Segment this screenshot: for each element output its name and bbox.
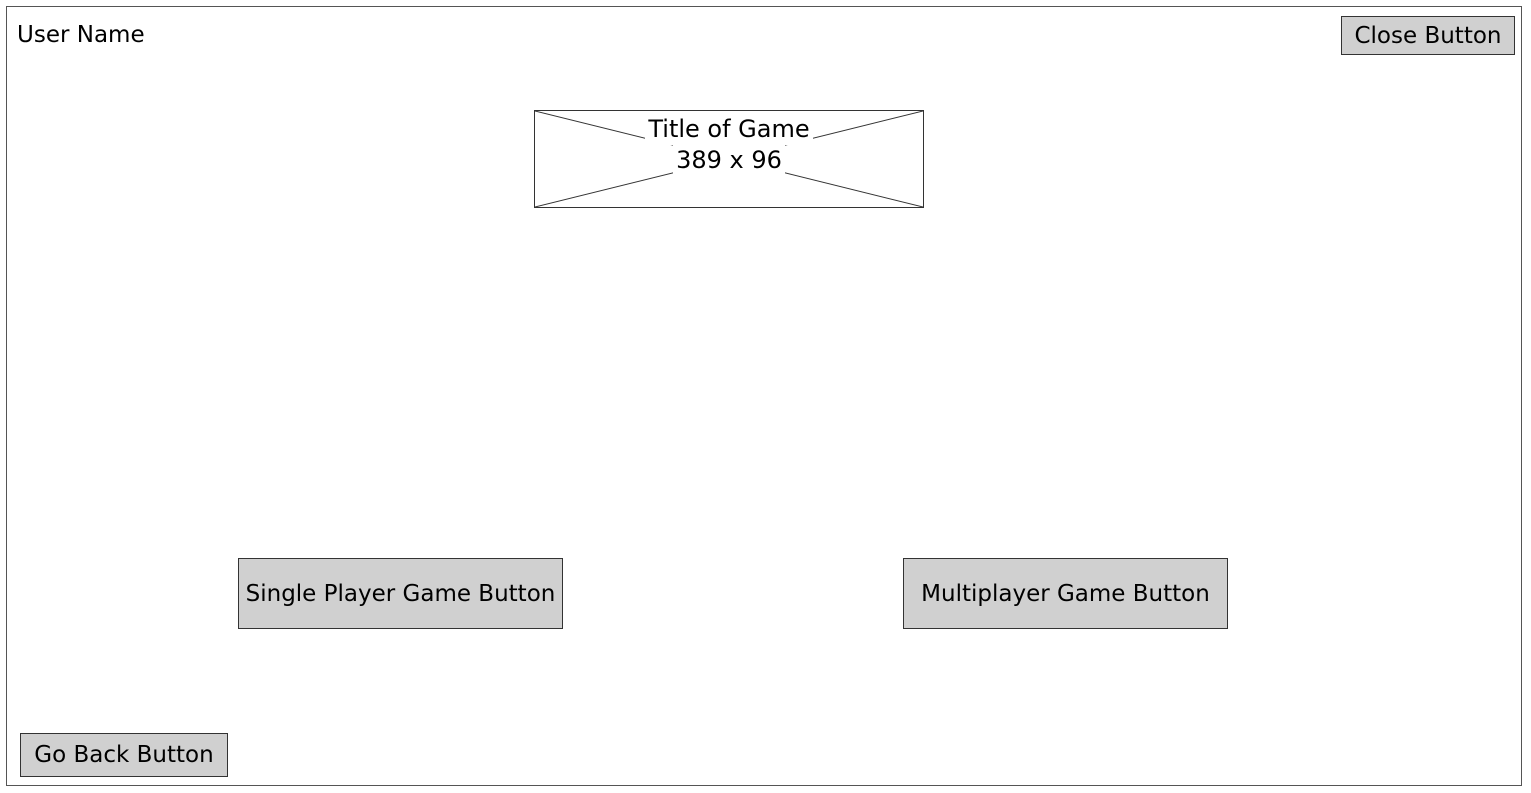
game-title-caption: Title of Game 389 x 96 xyxy=(535,114,923,176)
game-title-text: Title of Game xyxy=(645,114,813,145)
single-player-game-button[interactable]: Single Player Game Button xyxy=(238,558,563,629)
go-back-button[interactable]: Go Back Button xyxy=(20,733,228,777)
game-title-dimensions: 389 x 96 xyxy=(673,145,785,176)
user-name-label: User Name xyxy=(17,22,145,48)
multiplayer-game-button[interactable]: Multiplayer Game Button xyxy=(903,558,1228,629)
game-title-image-placeholder: Title of Game 389 x 96 xyxy=(534,110,924,208)
close-button[interactable]: Close Button xyxy=(1341,16,1515,55)
